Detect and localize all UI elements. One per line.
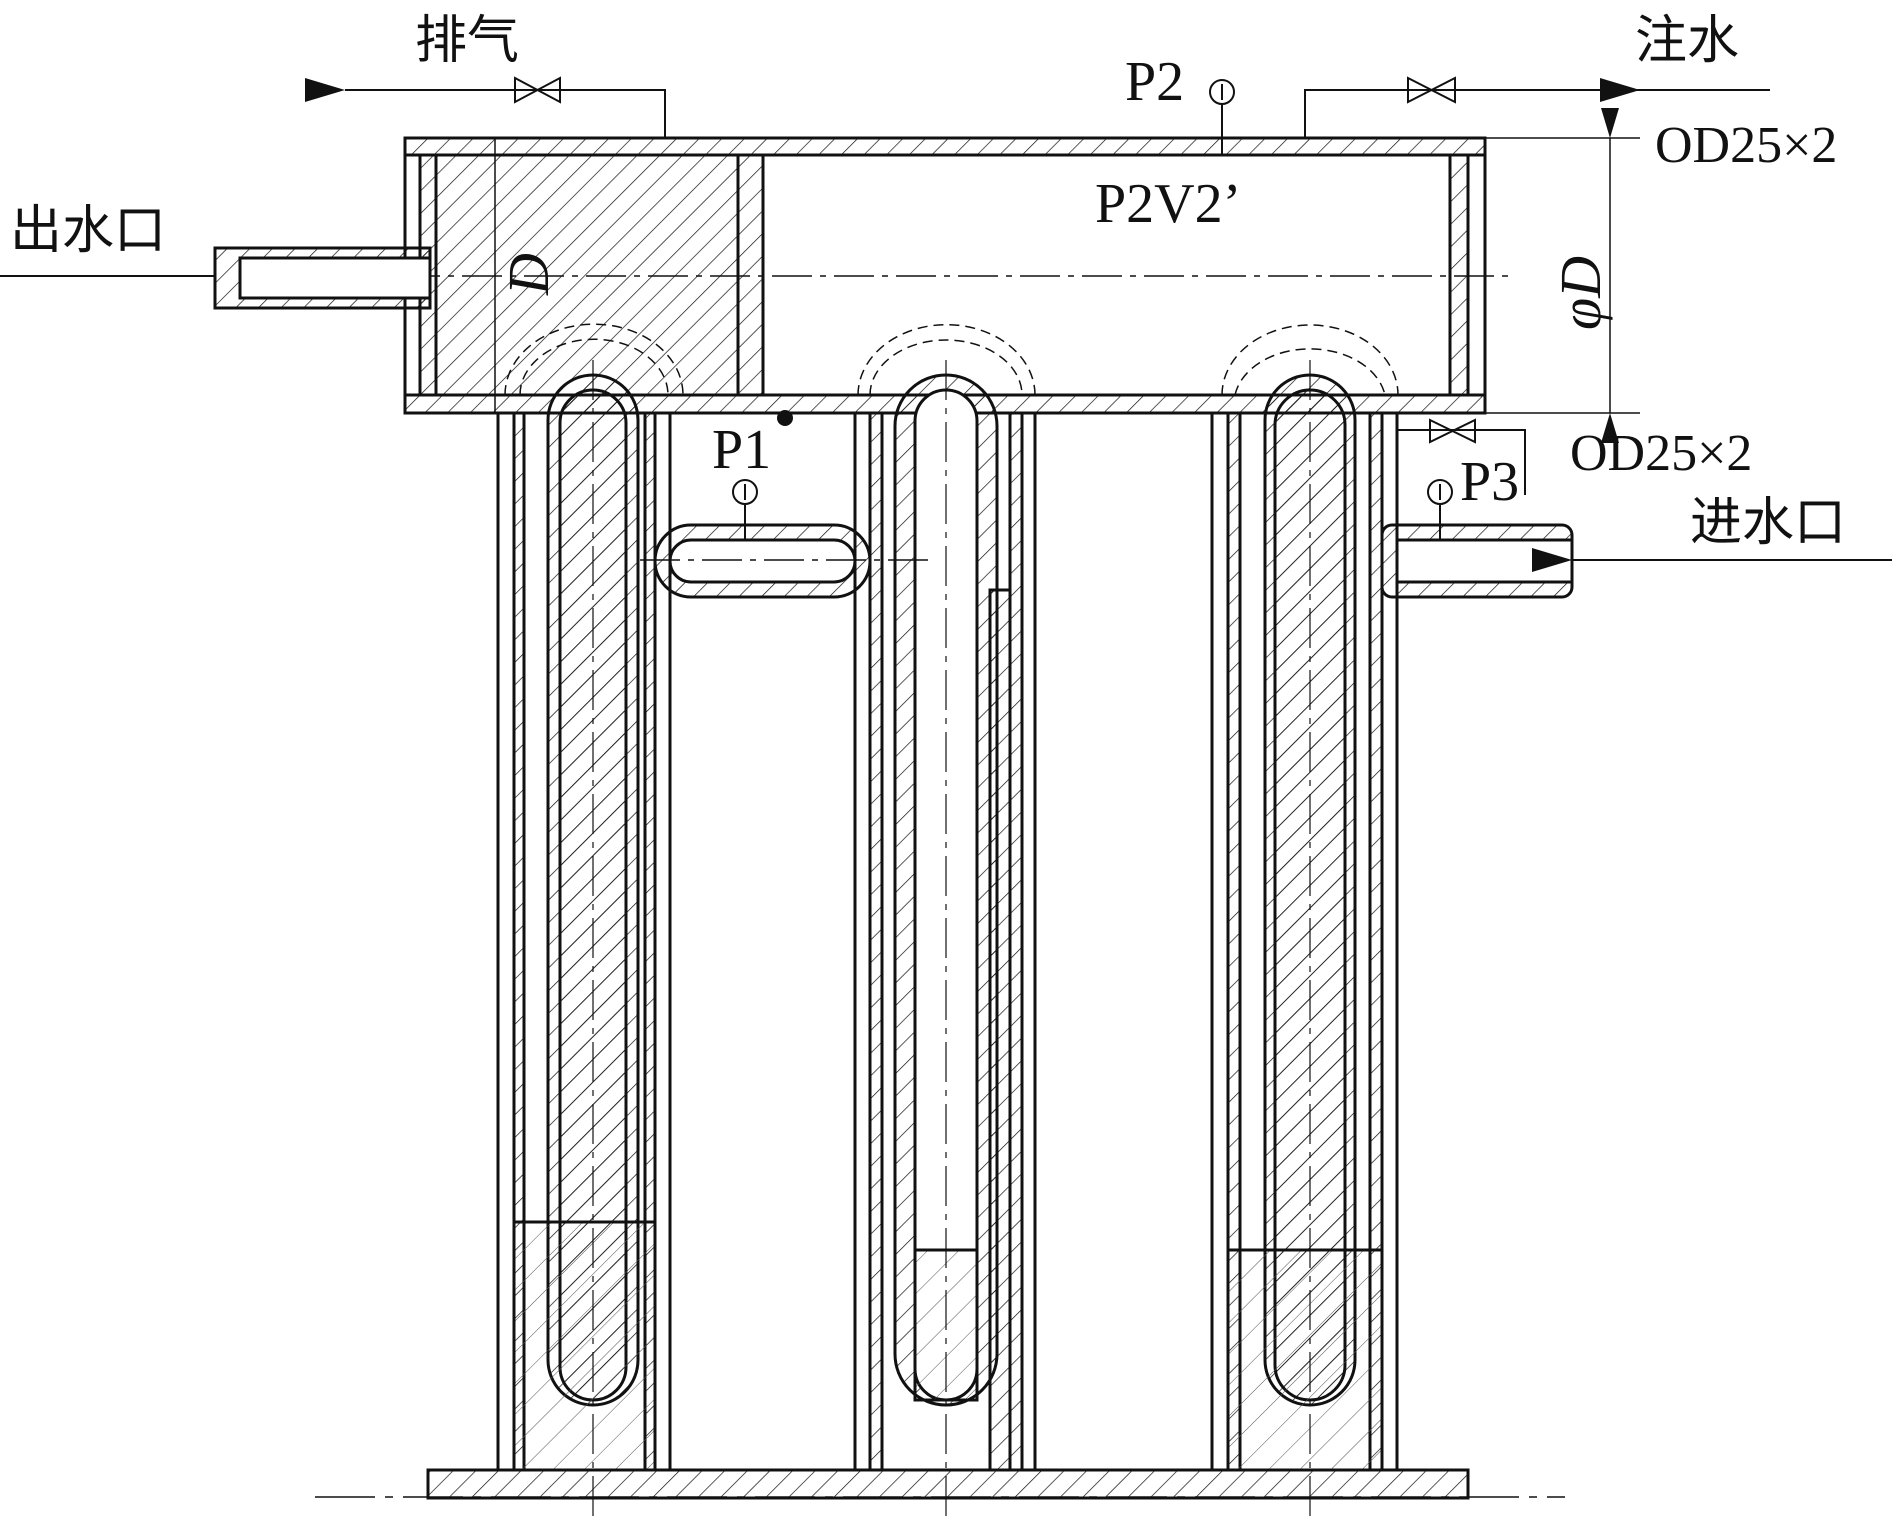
tube-centerlines [592, 360, 1311, 1521]
gauge-p2-icon [1209, 79, 1235, 155]
dia-left-label: D [496, 253, 561, 296]
tube-left [496, 373, 672, 1472]
p1-label: P1 [712, 419, 771, 481]
tube-middle [853, 373, 1037, 1472]
gauge-p3-icon [1427, 479, 1453, 540]
tube-right [1210, 373, 1399, 1472]
p3-valve-icon [1429, 418, 1476, 444]
dia-right-label: φD [1548, 256, 1613, 330]
outlet-nozzle [213, 246, 432, 310]
header-drum [403, 136, 1487, 415]
od-right-label: OD25×2 [1570, 425, 1752, 482]
exhaust-valve-icon [514, 76, 561, 104]
dimension-right [1485, 108, 1640, 443]
water-fill-label: 注水 [1635, 11, 1739, 71]
cross-connector [653, 523, 872, 599]
base-plate [426, 1468, 1470, 1500]
inlet-nozzle [1380, 523, 1574, 599]
exhaust-label: 排气 [415, 11, 519, 71]
p2v2-label: P2V2’ [1095, 173, 1241, 235]
gauge-p1-icon [732, 479, 758, 540]
exhaust-line [305, 78, 666, 138]
p3-label: P3 [1460, 451, 1519, 513]
p2-label: P2 [1125, 51, 1184, 113]
od-top-label: OD25×2 [1655, 117, 1837, 174]
p3-line [1396, 429, 1526, 495]
p1-marker-dot [777, 410, 793, 426]
outlet-label: 出水口 [10, 201, 166, 261]
water-fill-valve-icon [1407, 76, 1456, 104]
tube-top-dashed-arcs [504, 323, 1399, 396]
inlet-label: 进水口 [1690, 493, 1846, 553]
